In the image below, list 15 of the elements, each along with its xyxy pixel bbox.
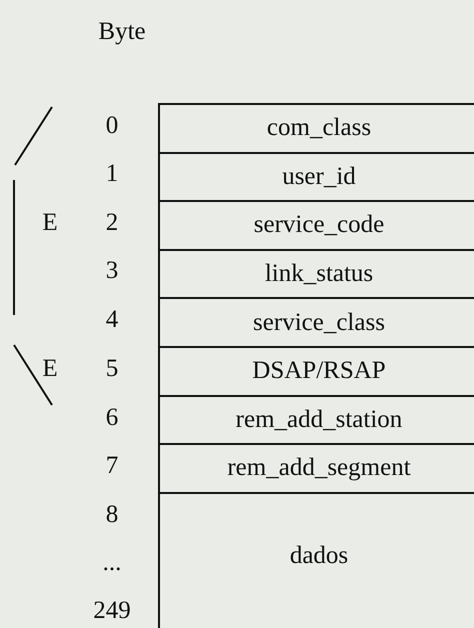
byte-number: 3 xyxy=(106,256,118,286)
marker-letter: E xyxy=(42,354,58,384)
byte-number: ... xyxy=(102,548,122,578)
byte-number: 4 xyxy=(106,305,118,335)
field-cell: com_class xyxy=(158,103,474,154)
byte-number: 7 xyxy=(106,451,118,481)
byte-number: 6 xyxy=(106,403,118,433)
byte-number: 0 xyxy=(106,111,118,141)
marker-letter: E xyxy=(42,208,58,238)
byte-number: 5 xyxy=(106,354,118,384)
byte-number: 8 xyxy=(106,500,118,530)
byte-number: 1 xyxy=(106,159,118,189)
byte-number: 2 xyxy=(106,208,118,238)
byte-number: 249 xyxy=(93,596,131,626)
column-heading: Byte xyxy=(98,17,146,47)
